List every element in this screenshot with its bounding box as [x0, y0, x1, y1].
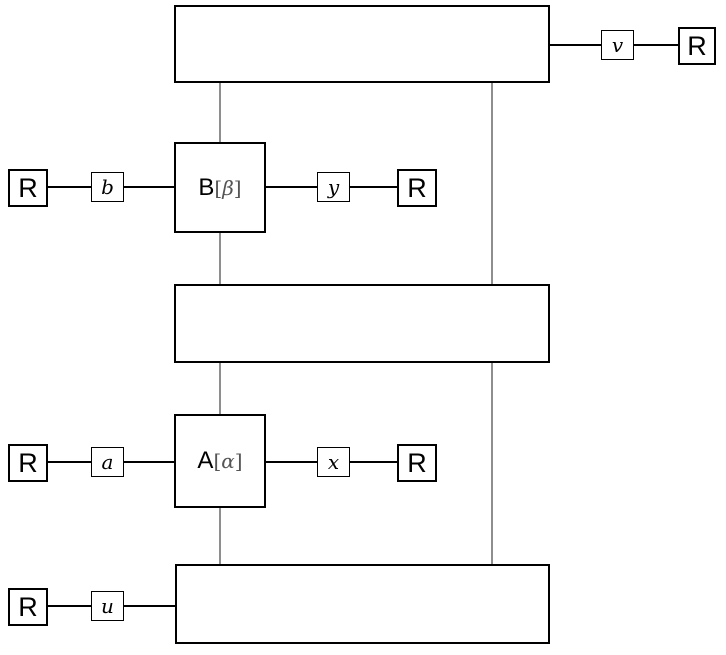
label-u: u [91, 591, 124, 621]
gate-a-letter: A [197, 447, 214, 474]
register-r-y-right: R [397, 169, 437, 207]
gate-b-param: [β] [214, 175, 242, 200]
register-r-u-left: R [8, 588, 48, 626]
label-x: x [317, 447, 350, 477]
gate-a-param: [α] [213, 449, 243, 473]
label-y: y [317, 172, 350, 202]
label-a: a [91, 447, 124, 477]
gate-b-letter: B [198, 173, 215, 201]
register-r-top-right: R [678, 27, 716, 65]
gate-b-param-symbol: β [222, 175, 234, 200]
label-v: v [601, 30, 634, 60]
gate-a: A[α] [174, 414, 266, 508]
block-middle [174, 284, 550, 363]
block-bottom [175, 564, 550, 644]
gate-b: B[β] [174, 142, 266, 233]
register-r-b-left: R [8, 169, 48, 207]
block-top [174, 5, 550, 83]
register-r-a-left: R [8, 444, 48, 482]
gate-a-param-symbol: α [221, 449, 235, 473]
register-r-x-right: R [397, 444, 437, 482]
label-b: b [91, 172, 124, 202]
